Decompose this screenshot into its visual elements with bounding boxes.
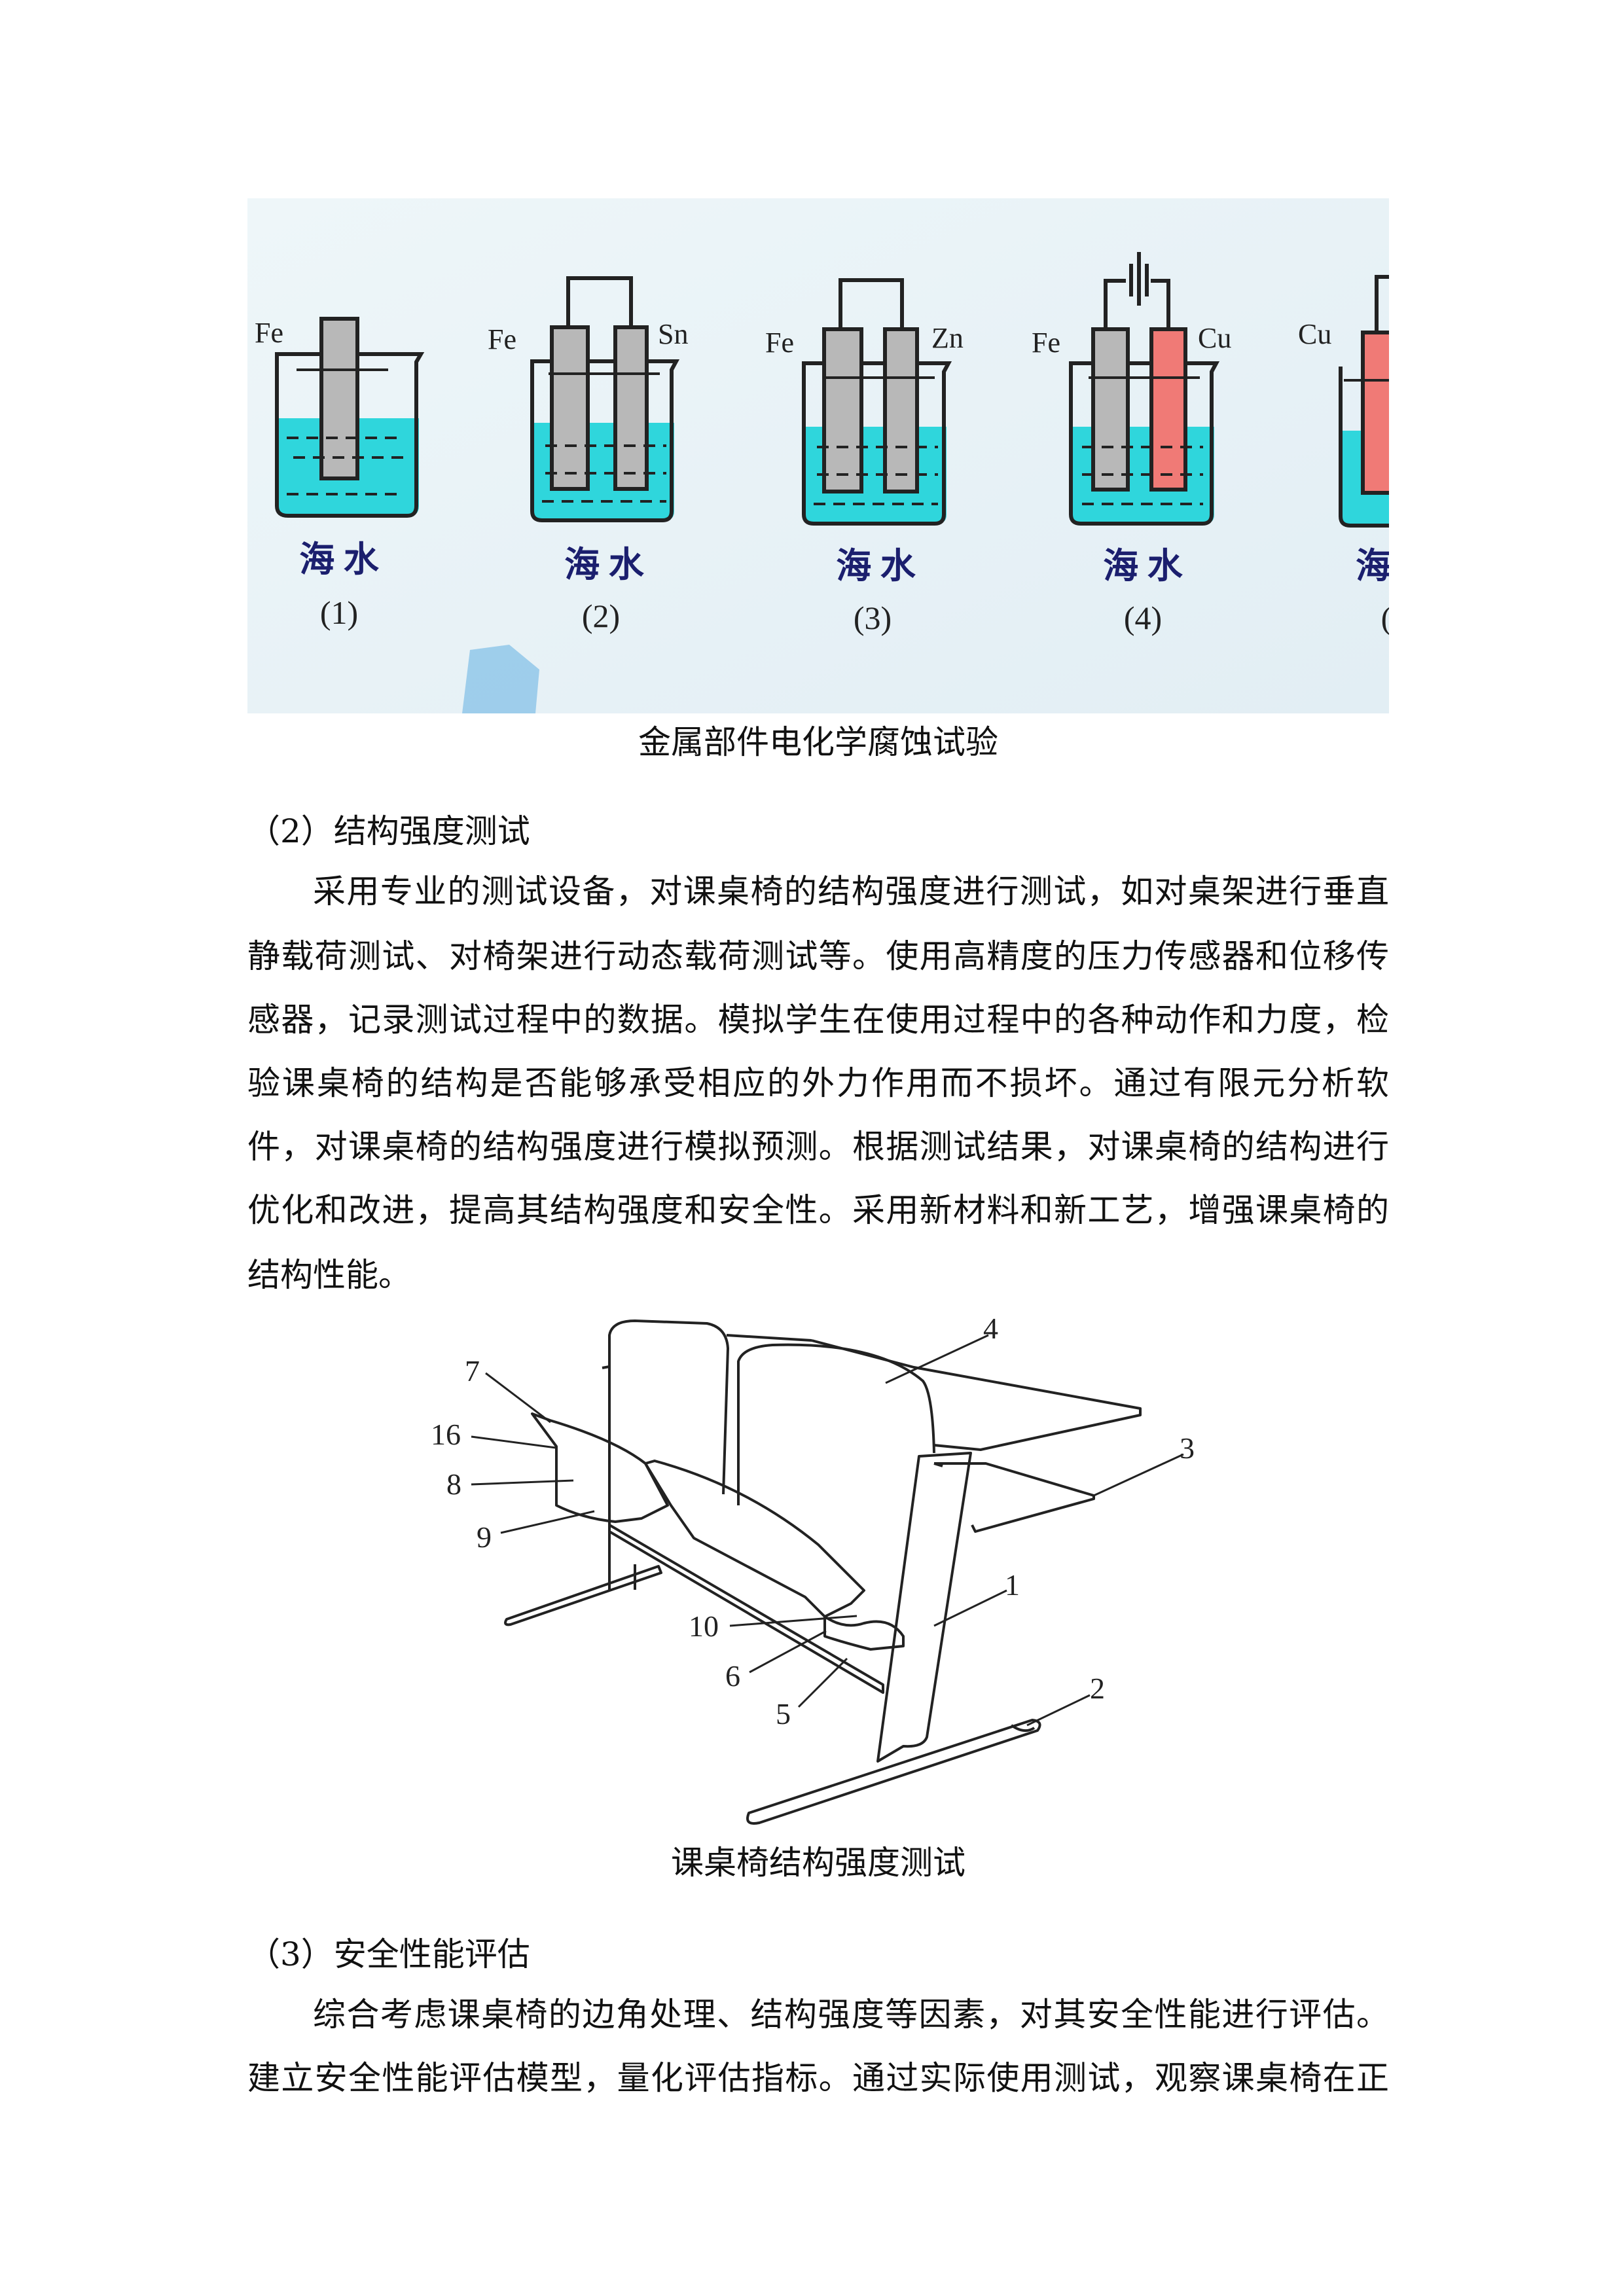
electrode-label: Zn xyxy=(931,322,964,354)
liquid-label: 海 水 xyxy=(836,547,916,586)
paragraph-line: 件，对课桌椅的结构强度进行模拟预测。根据测试结果，对课桌椅的结构进行 xyxy=(247,1128,1389,1166)
section-3-heading: （3）安全性能评估 xyxy=(247,1935,530,1973)
electrode-label: Fe xyxy=(488,323,516,355)
figure-1-caption: 金属部件电化学腐蚀试验 xyxy=(638,723,998,761)
part-label: 3 xyxy=(1180,1431,1195,1465)
electrode-label: Fe xyxy=(1032,327,1060,359)
beaker-4 xyxy=(1069,252,1220,526)
part-label: 2 xyxy=(1090,1672,1105,1705)
paragraph-line: 感器，记录测试过程中的数据。模拟学生在使用过程中的各种动作和力度，检 xyxy=(247,1001,1389,1039)
beaker-3 xyxy=(802,278,952,526)
electrode-label: Sn xyxy=(658,318,688,350)
section-2-heading: （2）结构强度测试 xyxy=(247,812,530,850)
liquid-label: 海 水 xyxy=(299,540,379,579)
paragraph-line: 静载荷测试、对椅架进行动态载荷测试等。使用高精度的压力传感器和位移传 xyxy=(247,937,1389,975)
beaker-number: (4) xyxy=(1124,600,1162,636)
liquid-label: 海 xyxy=(1356,547,1389,586)
beaker-number: ( xyxy=(1381,600,1389,636)
part-labels: 4 7 16 8 9 3 1 10 6 5 2 xyxy=(431,1312,1195,1731)
part-label: 9 xyxy=(477,1520,492,1554)
paragraph-line: 综合考虑课桌椅的边角处理、结构强度等因素，对其安全性能进行评估。 xyxy=(313,1996,1389,2034)
electrode-labels: Fe Fe Sn Fe Zn Fe Cu Cu xyxy=(255,317,1331,359)
part-label: 16 xyxy=(431,1418,461,1451)
part-label: 8 xyxy=(446,1467,461,1501)
paragraph-line: 优化和改进，提高其结构强度和安全性。采用新材料和新工艺，增强课桌椅的 xyxy=(247,1191,1389,1229)
liquid-label: 海 水 xyxy=(1103,547,1183,586)
electrode-label: Cu xyxy=(1198,322,1231,354)
beaker-5 xyxy=(1339,275,1389,528)
beaker-number: (3) xyxy=(854,600,892,636)
part-label: 5 xyxy=(776,1697,791,1731)
figure-2-caption: 课桌椅结构强度测试 xyxy=(671,1844,965,1882)
beaker-number: (1) xyxy=(320,594,358,631)
corrosion-experiment-figure: Fe Fe Sn Fe Zn Fe Cu Cu 海 水 海 水 海 水 海 水 … xyxy=(247,198,1389,713)
beaker-1 xyxy=(275,317,425,518)
paragraph-line: 结构性能。 xyxy=(247,1256,411,1294)
part-label: 6 xyxy=(725,1659,740,1693)
beaker-2 xyxy=(530,276,680,522)
electrode-label: Fe xyxy=(765,327,794,359)
paragraph-line: 验课桌椅的结构是否能够承受相应的外力作用而不损坏。通过有限元分析软 xyxy=(247,1064,1389,1102)
chair-drawing xyxy=(504,1319,1142,1825)
part-label: 7 xyxy=(465,1354,480,1388)
liquid-labels: 海 水 海 水 海 水 海 水 海 xyxy=(299,540,1389,586)
decorative-blob xyxy=(462,645,539,713)
part-label: 1 xyxy=(1005,1568,1020,1602)
paragraph-line: 建立安全性能评估模型，量化评估指标。通过实际使用测试，观察课桌椅在正 xyxy=(247,2059,1389,2097)
electrode-label: Fe xyxy=(255,317,283,349)
paragraph-line: 采用专业的测试设备，对课桌椅的结构强度进行测试，如对桌架进行垂直 xyxy=(313,872,1389,910)
liquid-label: 海 水 xyxy=(564,545,644,584)
electrode-label: Cu xyxy=(1298,318,1331,350)
part-label: 4 xyxy=(983,1312,998,1345)
part-label: 10 xyxy=(689,1609,719,1643)
leader-lines xyxy=(471,1334,1184,1727)
beaker-numbers: (1) (2) (3) (4) ( xyxy=(320,594,1389,636)
beaker-number: (2) xyxy=(582,598,620,634)
desk-chair-structure-figure: 4 7 16 8 9 3 1 10 6 5 2 xyxy=(431,1312,1195,1825)
